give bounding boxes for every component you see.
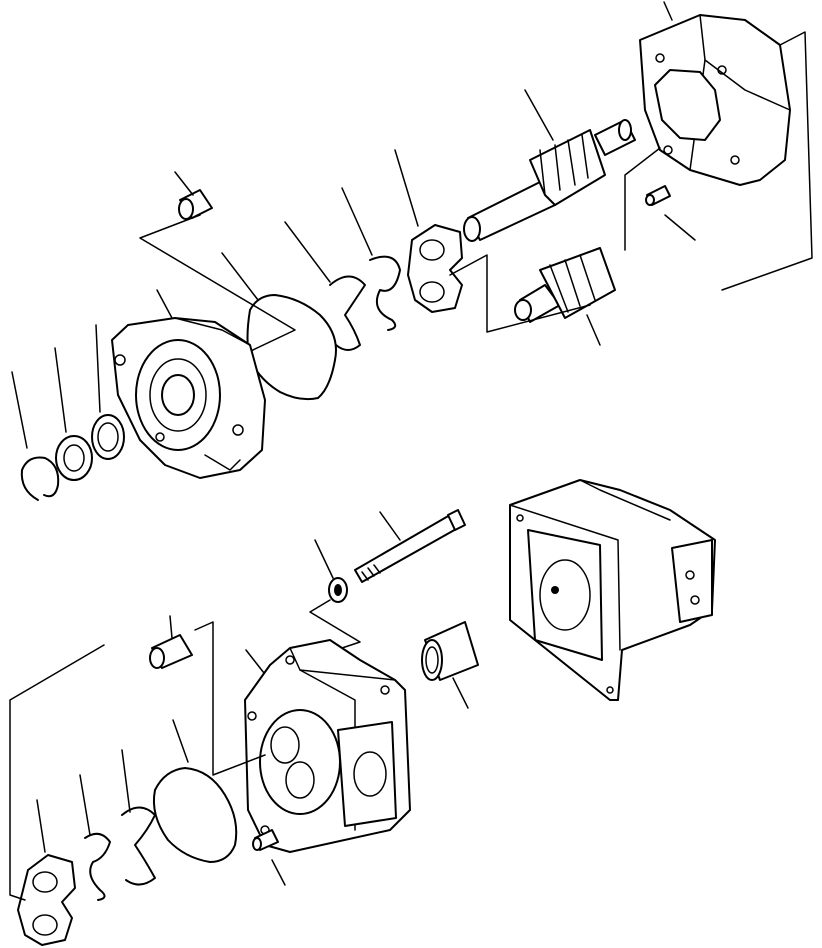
dowel-pin-lower-small — [252, 829, 286, 886]
bracket-plate — [449, 254, 591, 333]
dowel-pin-lower — [149, 615, 193, 669]
bushing-plate-lower — [17, 799, 76, 946]
driven-gear — [514, 247, 616, 346]
seal-ring-lower — [121, 749, 156, 886]
seal-ring-upper — [284, 221, 366, 351]
through-bolt — [354, 509, 466, 583]
snap-ring — [11, 371, 60, 501]
bracket-right — [721, 31, 813, 291]
backup-ring-upper — [341, 187, 401, 331]
dowel-pin-upper-left — [174, 171, 213, 220]
oil-seal — [54, 347, 93, 481]
washer — [314, 539, 348, 603]
thrust-washer — [91, 324, 125, 460]
bracket-lower-left — [9, 644, 105, 901]
drive-gear-shaft — [463, 89, 636, 242]
dowel-pin-upper — [645, 185, 696, 241]
needle-bearing — [421, 621, 479, 709]
bracket-lower-pin — [194, 621, 266, 776]
body-housing — [244, 639, 411, 853]
front-cover — [111, 289, 266, 479]
pump-body — [509, 479, 716, 701]
gasket-lower — [152, 719, 238, 863]
backup-ring-lower — [79, 774, 111, 901]
bracket-mid — [624, 147, 661, 251]
rear-housing — [639, 1, 791, 186]
bracket-pin — [139, 214, 296, 369]
bushing-plate-upper — [394, 149, 463, 313]
